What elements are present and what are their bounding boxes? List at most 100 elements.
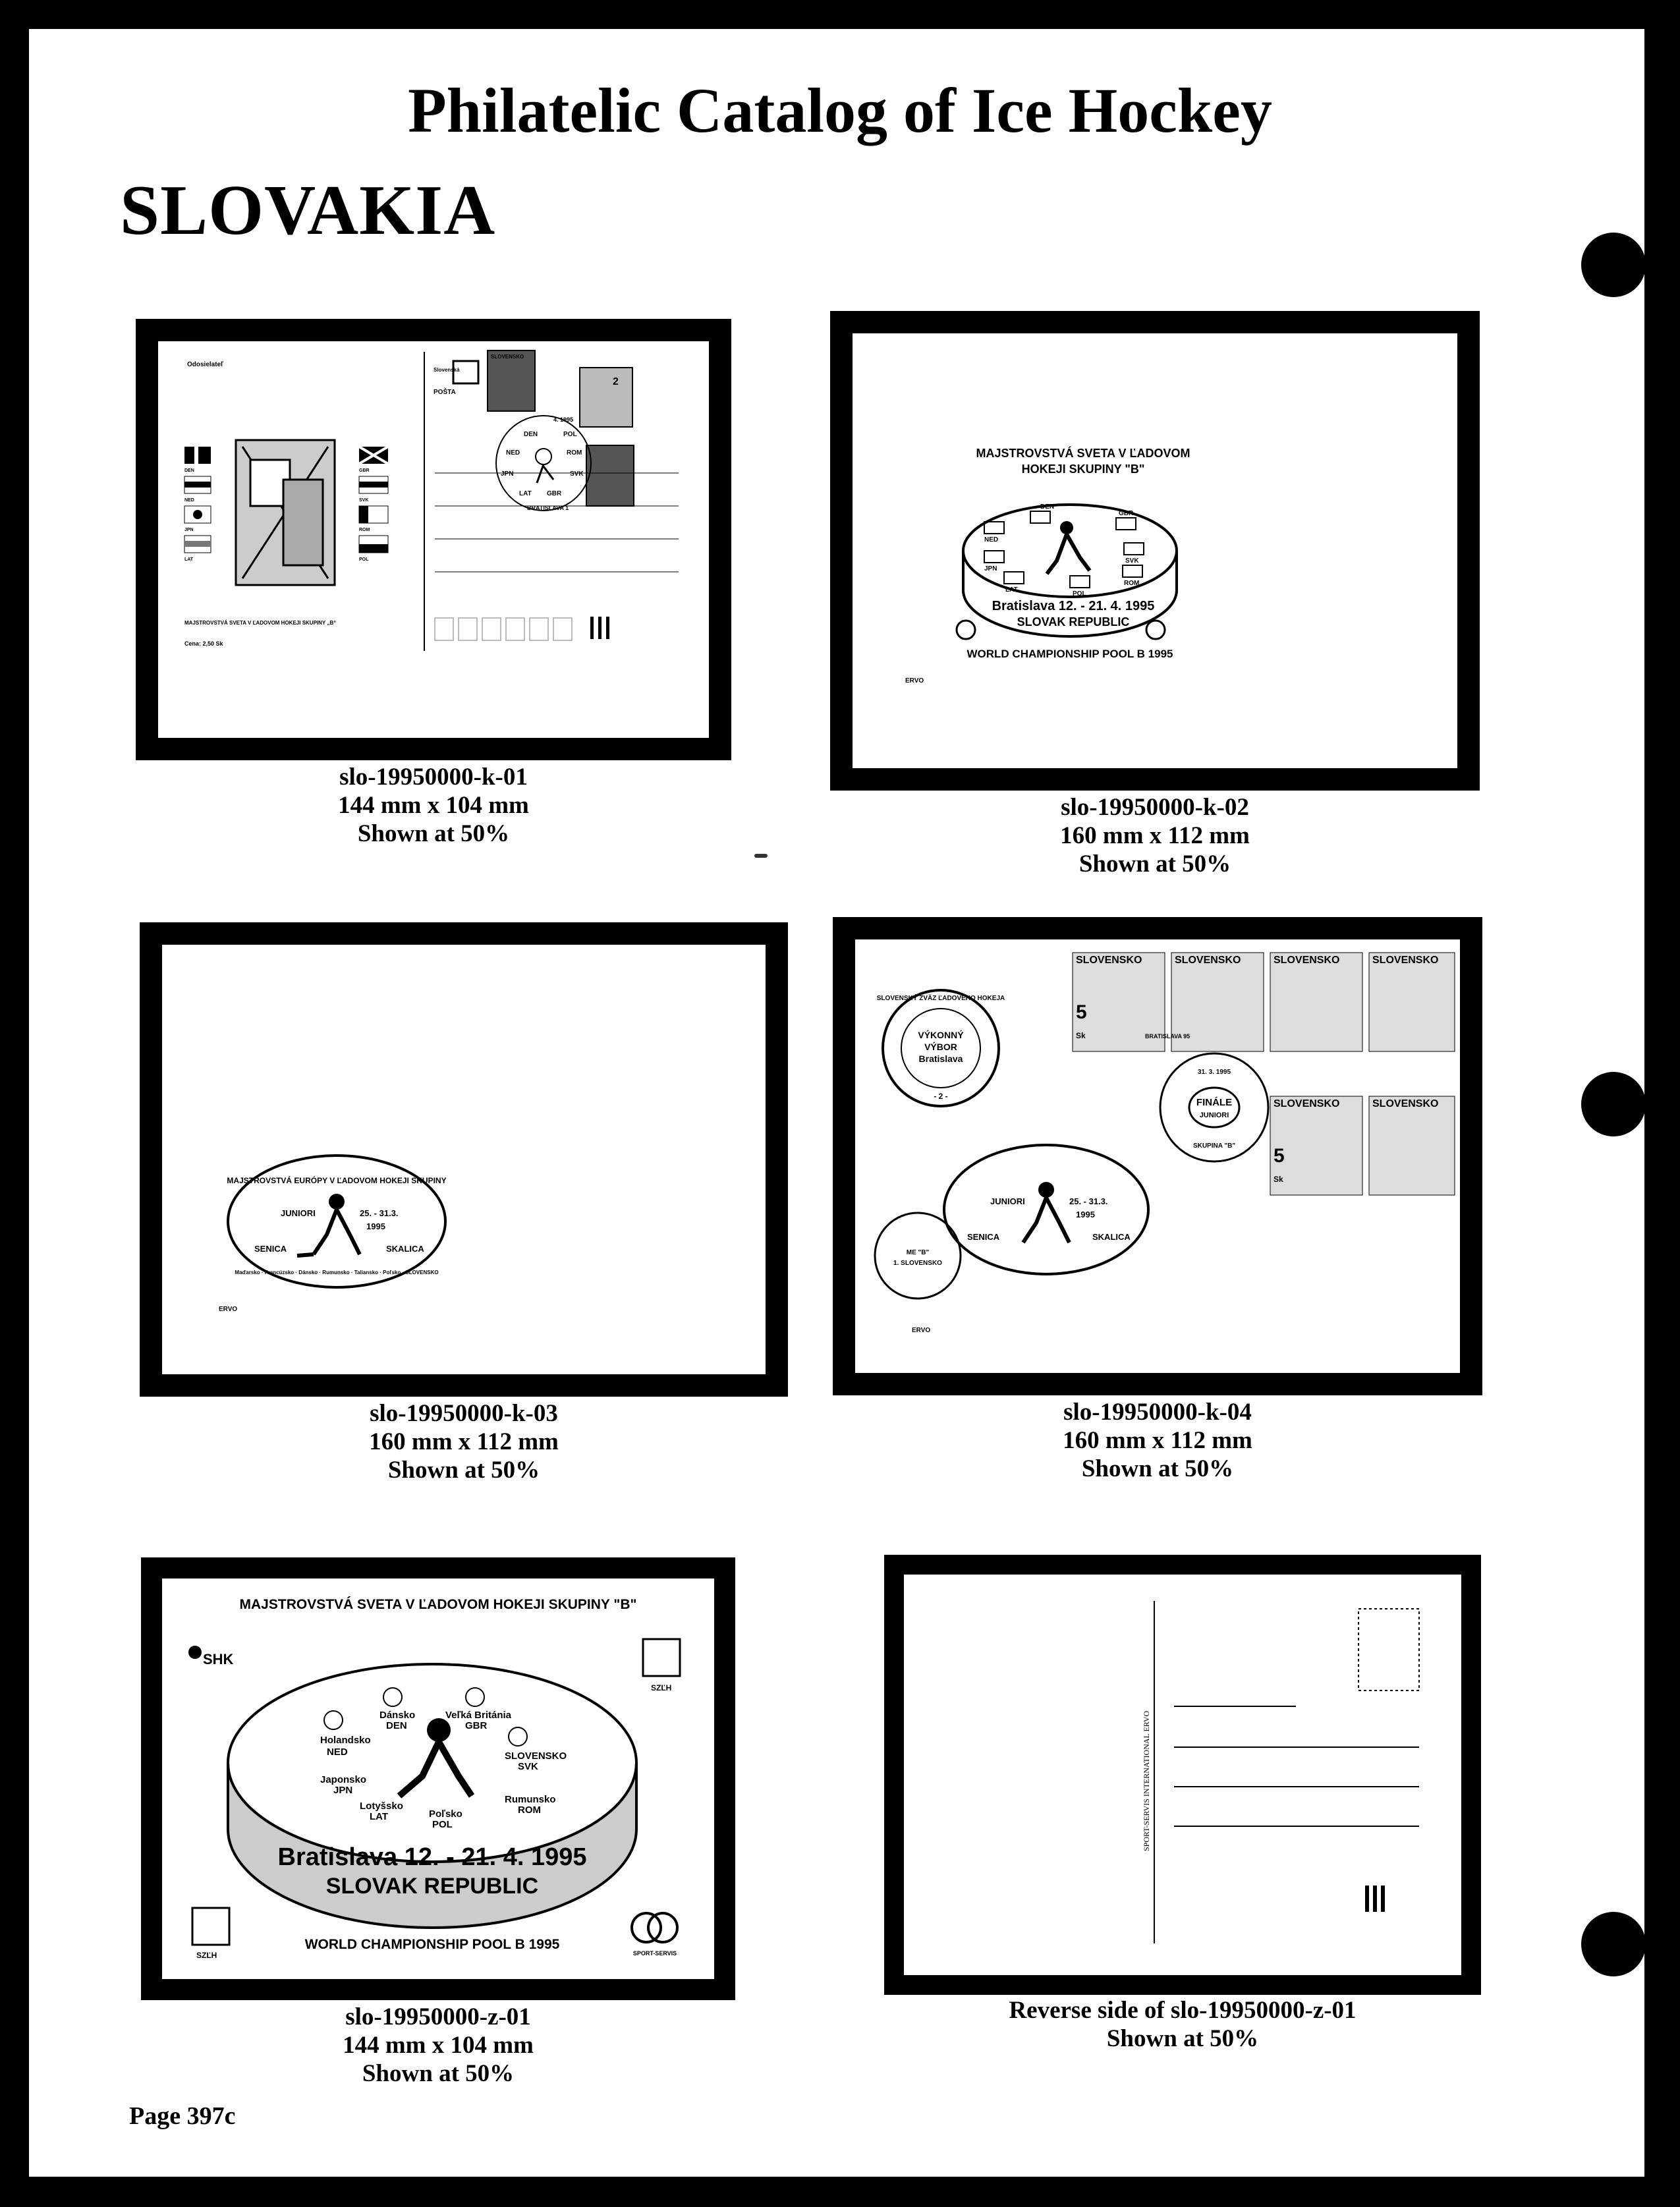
svg-text:DEN: DEN: [386, 1720, 407, 1731]
svg-text:ROM: ROM: [1124, 580, 1139, 587]
svg-text:1995: 1995: [366, 1221, 385, 1231]
oval-postmark: [943, 1144, 1150, 1275]
svg-text:Bratislava 12. - 21. 4. 1995: Bratislava 12. - 21. 4. 1995: [992, 599, 1155, 613]
item-size: 160 mm x 112 mm: [369, 1428, 559, 1455]
svg-text:SLOVENSKO: SLOVENSKO: [1175, 955, 1241, 966]
item-id: slo-19950000-k-04: [1063, 1399, 1252, 1426]
svg-text:Lotyšsko: Lotyšsko: [360, 1801, 403, 1812]
svg-text:SLOVENSKO: SLOVENSKO: [1372, 1098, 1438, 1109]
svg-text:ROM: ROM: [359, 528, 370, 532]
svg-text:GBR: GBR: [465, 1720, 488, 1731]
svg-text:DEN: DEN: [184, 468, 194, 473]
cancel-postmark: [495, 415, 592, 511]
svg-text:4. 1995: 4. 1995: [553, 416, 573, 423]
svg-text:Veľká Británia: Veľká Británia: [445, 1710, 512, 1721]
card-z01-reverse: SPORT-SERVIS INTERNATIONAL ERVO: [904, 1575, 1461, 1975]
svg-text:NED: NED: [984, 536, 998, 544]
caption-k03: slo-19950000-k-03 160 mm x 112 mm Shown …: [140, 1399, 788, 1484]
svg-text:NED: NED: [327, 1746, 348, 1758]
card-z01-art: MAJSTROVSTVÁ SVETA V ĽADOVOM HOKEJI SKUP…: [188, 1597, 681, 1960]
reverse-art: SPORT-SERVIS INTERNATIONAL ERVO: [1142, 1601, 1420, 1943]
cover-k04-art: SLOVENSKO SLOVENSKO SLOVENSKO SLOVENSKO …: [874, 952, 1455, 1334]
postal-card-k01-art: Odosielateľ DEN GBR NED: [184, 350, 679, 651]
svg-text:SHK: SHK: [203, 1651, 234, 1667]
svg-text:SLOVENSKO: SLOVENSKO: [505, 1750, 567, 1762]
item-frame-k04: SLOVENSKO SLOVENSKO SLOVENSKO SLOVENSKO …: [833, 917, 1482, 1395]
svg-text:BRATISLAVA 1: BRATISLAVA 1: [527, 505, 569, 511]
svg-text:JPN: JPN: [501, 470, 513, 478]
svg-text:LAT: LAT: [519, 490, 532, 497]
svg-text:1995: 1995: [1076, 1210, 1095, 1219]
svg-text:DEN: DEN: [1040, 503, 1054, 511]
stamp-sheetlet: [1072, 952, 1455, 1196]
svg-text:5: 5: [1076, 1001, 1087, 1023]
barcode-marks: [590, 617, 609, 639]
svg-text:25. - 31.3.: 25. - 31.3.: [360, 1208, 399, 1218]
reverse-scale: Shown at 50%: [1106, 2025, 1259, 2052]
svg-text:SPORT-SERVIS: SPORT-SERVIS: [633, 1950, 677, 1957]
svg-text:FINÁLE: FINÁLE: [1196, 1097, 1232, 1108]
union-cachet: [882, 989, 1000, 1107]
card-z01-front: MAJSTROVSTVÁ SVETA V ĽADOVOM HOKEJI SKUP…: [162, 1578, 714, 1979]
item-frame-k03: MAJSTROVSTVÁ EURÓPY V ĽADOVOM HOKEJI SKU…: [140, 922, 788, 1397]
svg-text:SLOVENSKO: SLOVENSKO: [1372, 955, 1438, 966]
country-heading: SLOVAKIA: [120, 171, 496, 250]
svg-text:WORLD CHAMPIONSHIP POOL B 1995: WORLD CHAMPIONSHIP POOL B 1995: [305, 1937, 560, 1952]
svg-text:SKUPINA "B": SKUPINA "B": [1193, 1142, 1235, 1150]
svg-text:SVK: SVK: [1125, 557, 1139, 565]
card-imprint: MAJSTROVSTVÁ SVETA V ĽADOVOM HOKEJI SKUP…: [184, 620, 336, 626]
svg-text:ERVO: ERVO: [219, 1306, 237, 1313]
svg-text:LAT: LAT: [370, 1811, 388, 1822]
svg-text:GBR: GBR: [1119, 510, 1134, 517]
card-k02-art: MAJSTROVSTVÁ SVETA V ĽADOVOM HOKEJI SKUP…: [905, 446, 1190, 684]
svg-text:HOKEJI SKUPINY "B": HOKEJI SKUPINY "B": [1022, 462, 1145, 476]
svg-text:ROM: ROM: [518, 1804, 541, 1816]
svg-text:LAT: LAT: [1005, 586, 1018, 594]
svg-text:POL: POL: [359, 557, 369, 562]
svg-text:MAJSTROVSTVÁ EURÓPY V ĽADOVOM: MAJSTROVSTVÁ EURÓPY V ĽADOVOM HOKEJI SKU…: [227, 1175, 446, 1185]
stamp-arms-2: [586, 445, 634, 507]
item-size: 144 mm x 104 mm: [343, 2032, 534, 2059]
address-lines: [1174, 1706, 1419, 1827]
svg-text:SZĽH: SZĽH: [651, 1683, 671, 1692]
stamp-castle: [579, 367, 633, 428]
item-scale: Shown at 50%: [1081, 1455, 1234, 1482]
stamp-box: [1358, 1608, 1420, 1691]
svg-text:5: 5: [1274, 1145, 1285, 1167]
caption-k02: slo-19950000-k-02 160 mm x 112 mm Shown …: [830, 793, 1480, 878]
svg-text:JUNIORI: JUNIORI: [990, 1196, 1025, 1206]
svg-text:VÝBOR: VÝBOR: [924, 1041, 957, 1052]
scan-speck: [754, 854, 768, 858]
svg-text:SLOVENSKO: SLOVENSKO: [1076, 955, 1142, 966]
svg-text:Slovenská: Slovenská: [434, 367, 460, 373]
puck-side: [962, 551, 1178, 638]
item-scale: Shown at 50%: [387, 1457, 540, 1484]
caption-reverse: Reverse side of slo-19950000-z-01 Shown …: [884, 1996, 1481, 2053]
svg-text:DEN: DEN: [524, 431, 538, 438]
svg-text:SLOVAK REPUBLIC: SLOVAK REPUBLIC: [1017, 615, 1130, 629]
svg-text:Bratislava 12. - 21. 4. 1995: Bratislava 12. - 21. 4. 1995: [278, 1843, 587, 1871]
svg-text:SLOVENSKÝ ZVÄZ ĽADOVÉHO HOKEJA: SLOVENSKÝ ZVÄZ ĽADOVÉHO HOKEJA: [877, 993, 1005, 1002]
svg-text:Holandsko: Holandsko: [320, 1735, 371, 1746]
barcode-marks: [1365, 1886, 1385, 1912]
item-id: slo-19950000-k-01: [339, 764, 528, 791]
svg-text:POL: POL: [432, 1819, 453, 1830]
svg-text:JPN: JPN: [184, 528, 194, 532]
svg-text:SVK: SVK: [359, 498, 368, 503]
page-title: Philatelic Catalog of Ice Hockey: [408, 75, 1272, 146]
svg-text:SVK: SVK: [518, 1761, 538, 1772]
svg-text:SLOVENSKO: SLOVENSKO: [491, 354, 524, 360]
svg-text:Rumunsko: Rumunsko: [505, 1794, 556, 1805]
svg-text:NED: NED: [184, 498, 194, 503]
stamp-arms-1: [487, 350, 536, 412]
reverse-caption: Reverse side of slo-19950000-z-01: [1009, 1997, 1357, 2024]
card-price: Cena: 2,50 Sk: [184, 640, 224, 647]
item-size: 160 mm x 112 mm: [1063, 1427, 1252, 1454]
binder-hole-bottom: [1581, 1912, 1646, 1976]
svg-text:SVK: SVK: [570, 470, 584, 478]
svg-text:Sk: Sk: [1076, 1031, 1086, 1040]
puck-side: [227, 1762, 638, 1929]
svg-text:ROM: ROM: [567, 449, 582, 457]
svg-text:WORLD CHAMPIONSHIP POOL B 1995: WORLD CHAMPIONSHIP POOL B 1995: [967, 648, 1173, 660]
postcode-boxes: [434, 617, 573, 641]
